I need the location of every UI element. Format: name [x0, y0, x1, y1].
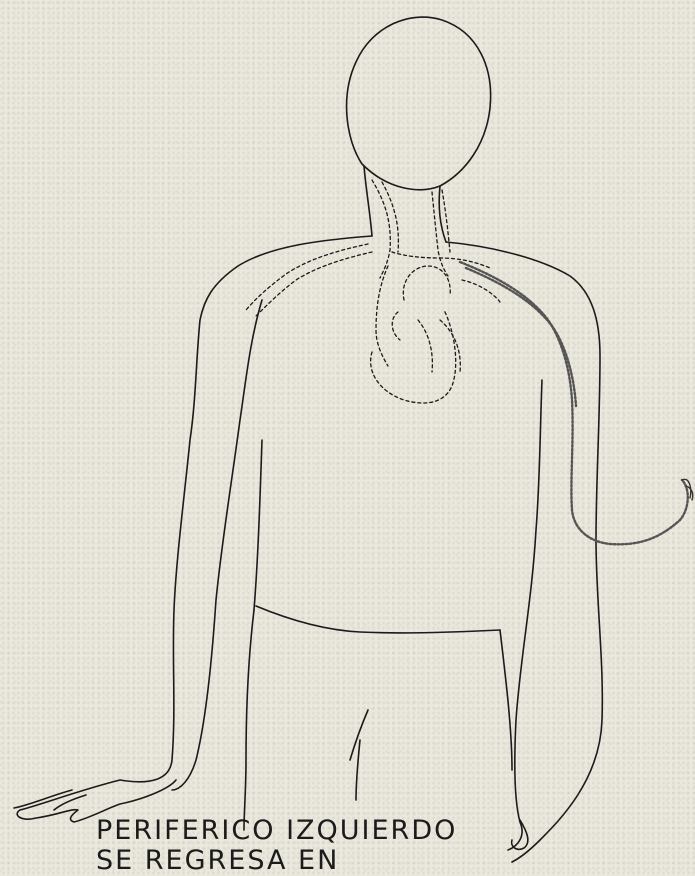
- heart-inner-2: [418, 320, 432, 372]
- left-hip-line: [244, 610, 254, 830]
- neck-left-line: [364, 166, 372, 236]
- left-arm-inner: [172, 300, 262, 790]
- right-hip-line: [500, 630, 512, 770]
- caption-line-2: SE REGRESA EN: [96, 846, 457, 876]
- jugular-left-vein-2: [382, 182, 398, 252]
- waist-line: [256, 606, 500, 633]
- torso-inner-left: [254, 440, 262, 610]
- caption-line-1: PERIFERICO IZQUIERDO: [96, 816, 457, 846]
- heart-inner-3: [440, 320, 460, 372]
- catheter-path: [460, 262, 688, 544]
- right-hand: [512, 820, 528, 849]
- pulmonary-vessel: [462, 280, 500, 302]
- right-arm-inner: [508, 380, 542, 850]
- superior-vena-cava: [376, 266, 388, 366]
- aorta-arch: [403, 266, 450, 300]
- catheter-path-2: [466, 268, 576, 406]
- torso-outline: [17, 236, 372, 822]
- right-shoulder-outline: [446, 242, 602, 862]
- neck-right-line: [439, 186, 446, 242]
- jugular-left-vein: [372, 180, 390, 278]
- heart-inner-1: [392, 312, 400, 340]
- venous-system: [246, 180, 500, 403]
- head-outline: [347, 17, 491, 190]
- diagram-caption: PERIFERICO IZQUIERDO SE REGRESA EN: [96, 816, 457, 876]
- catheter: [460, 262, 688, 544]
- crotch-line: [350, 710, 368, 800]
